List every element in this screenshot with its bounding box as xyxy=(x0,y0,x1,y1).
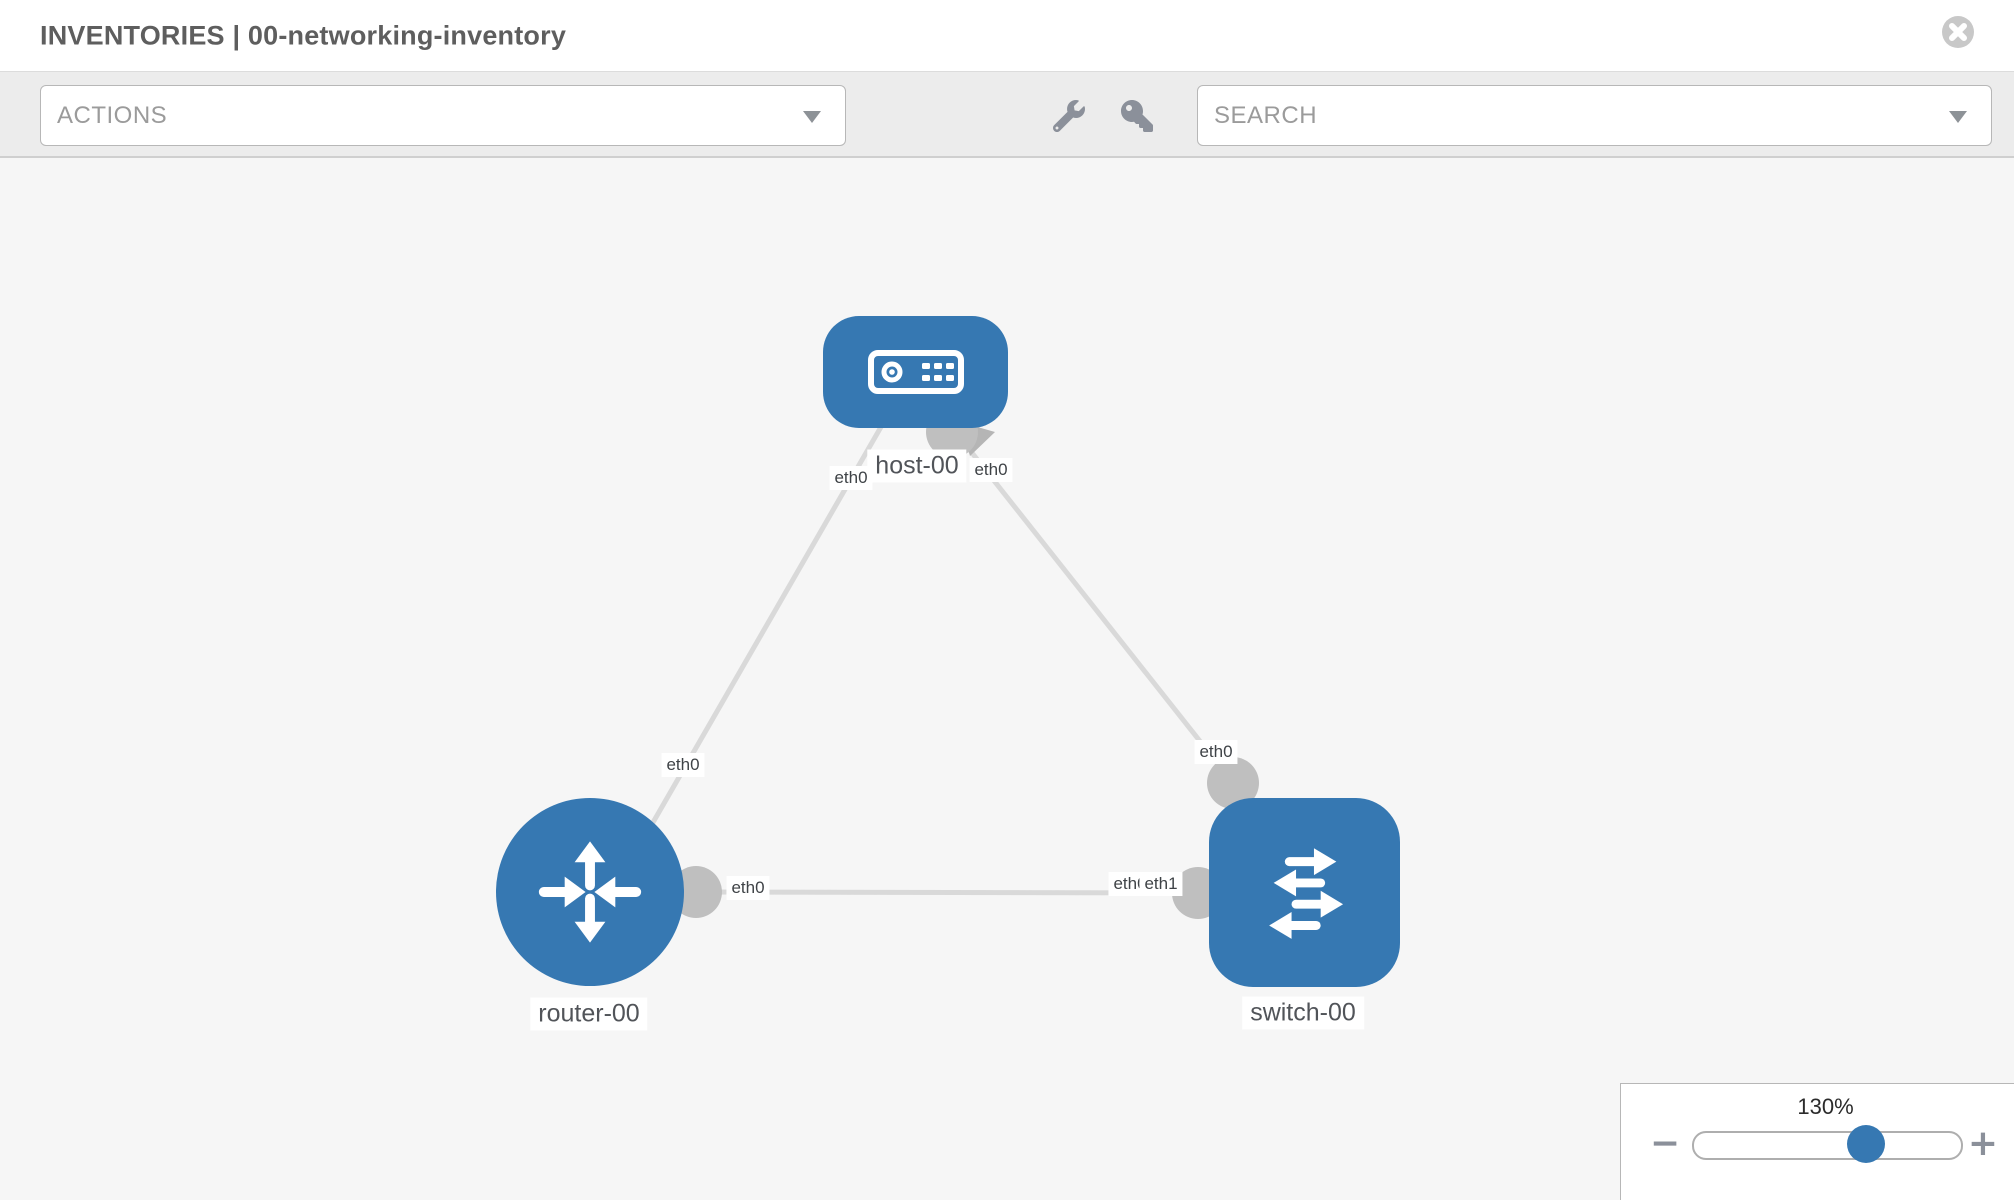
interface-label: eth0 xyxy=(829,466,873,490)
search-dropdown-label: SEARCH xyxy=(1214,101,1318,129)
search-dropdown[interactable]: SEARCH xyxy=(1197,85,1992,146)
close-button[interactable] xyxy=(1941,15,1975,49)
topology-links-layer xyxy=(637,406,1259,919)
chevron-down-icon xyxy=(803,110,821,123)
close-icon xyxy=(1942,16,1974,48)
host-icon xyxy=(867,350,964,394)
router-icon xyxy=(538,841,642,943)
chevron-down-icon xyxy=(1949,110,1967,123)
node-label-host-00: host-00 xyxy=(867,449,967,483)
interface-label: eth1 xyxy=(1139,872,1183,896)
zoom-panel: 130% − + xyxy=(1620,1083,2014,1200)
node-label-switch-00: switch-00 xyxy=(1242,996,1364,1030)
interface-label: eth0 xyxy=(661,753,705,777)
page-title: INVENTORIES | 00-networking-inventory xyxy=(40,20,567,50)
interface-label: eth0 xyxy=(1194,740,1238,764)
zoom-level-value: 130% xyxy=(1797,1094,1854,1119)
zoom-out-button[interactable]: − xyxy=(1645,1124,1685,1164)
zoom-in-button[interactable]: + xyxy=(1963,1124,2003,1164)
toolbar: ACTIONS SEARCH xyxy=(0,72,2014,158)
credentials-button[interactable] xyxy=(1121,100,1153,132)
interface-label: eth0 xyxy=(726,876,770,900)
configure-tools-button[interactable] xyxy=(1052,100,1085,133)
zoom-slider[interactable] xyxy=(1692,1125,1963,1163)
topology-canvas[interactable]: eth0 eth0 eth0 eth0 eth0 eth0 eth1 host-… xyxy=(0,158,2014,1200)
wrench-icon xyxy=(1052,100,1085,133)
zoom-slider-handle[interactable] xyxy=(1847,1125,1885,1163)
switch-icon xyxy=(1268,847,1343,939)
node-switch-00[interactable] xyxy=(1209,798,1400,987)
actions-dropdown[interactable]: ACTIONS xyxy=(40,85,846,146)
interface-label: eth0 xyxy=(969,458,1013,482)
link-host-switch xyxy=(948,423,1235,785)
panel-header: INVENTORIES | 00-networking-inventory xyxy=(0,0,2014,72)
node-router-00[interactable] xyxy=(496,798,684,986)
actions-dropdown-label: ACTIONS xyxy=(57,101,168,129)
interface-connector[interactable] xyxy=(1207,757,1259,809)
node-label-router-00: router-00 xyxy=(530,997,648,1031)
node-host-00[interactable] xyxy=(823,316,1008,428)
key-icon xyxy=(1121,100,1153,132)
